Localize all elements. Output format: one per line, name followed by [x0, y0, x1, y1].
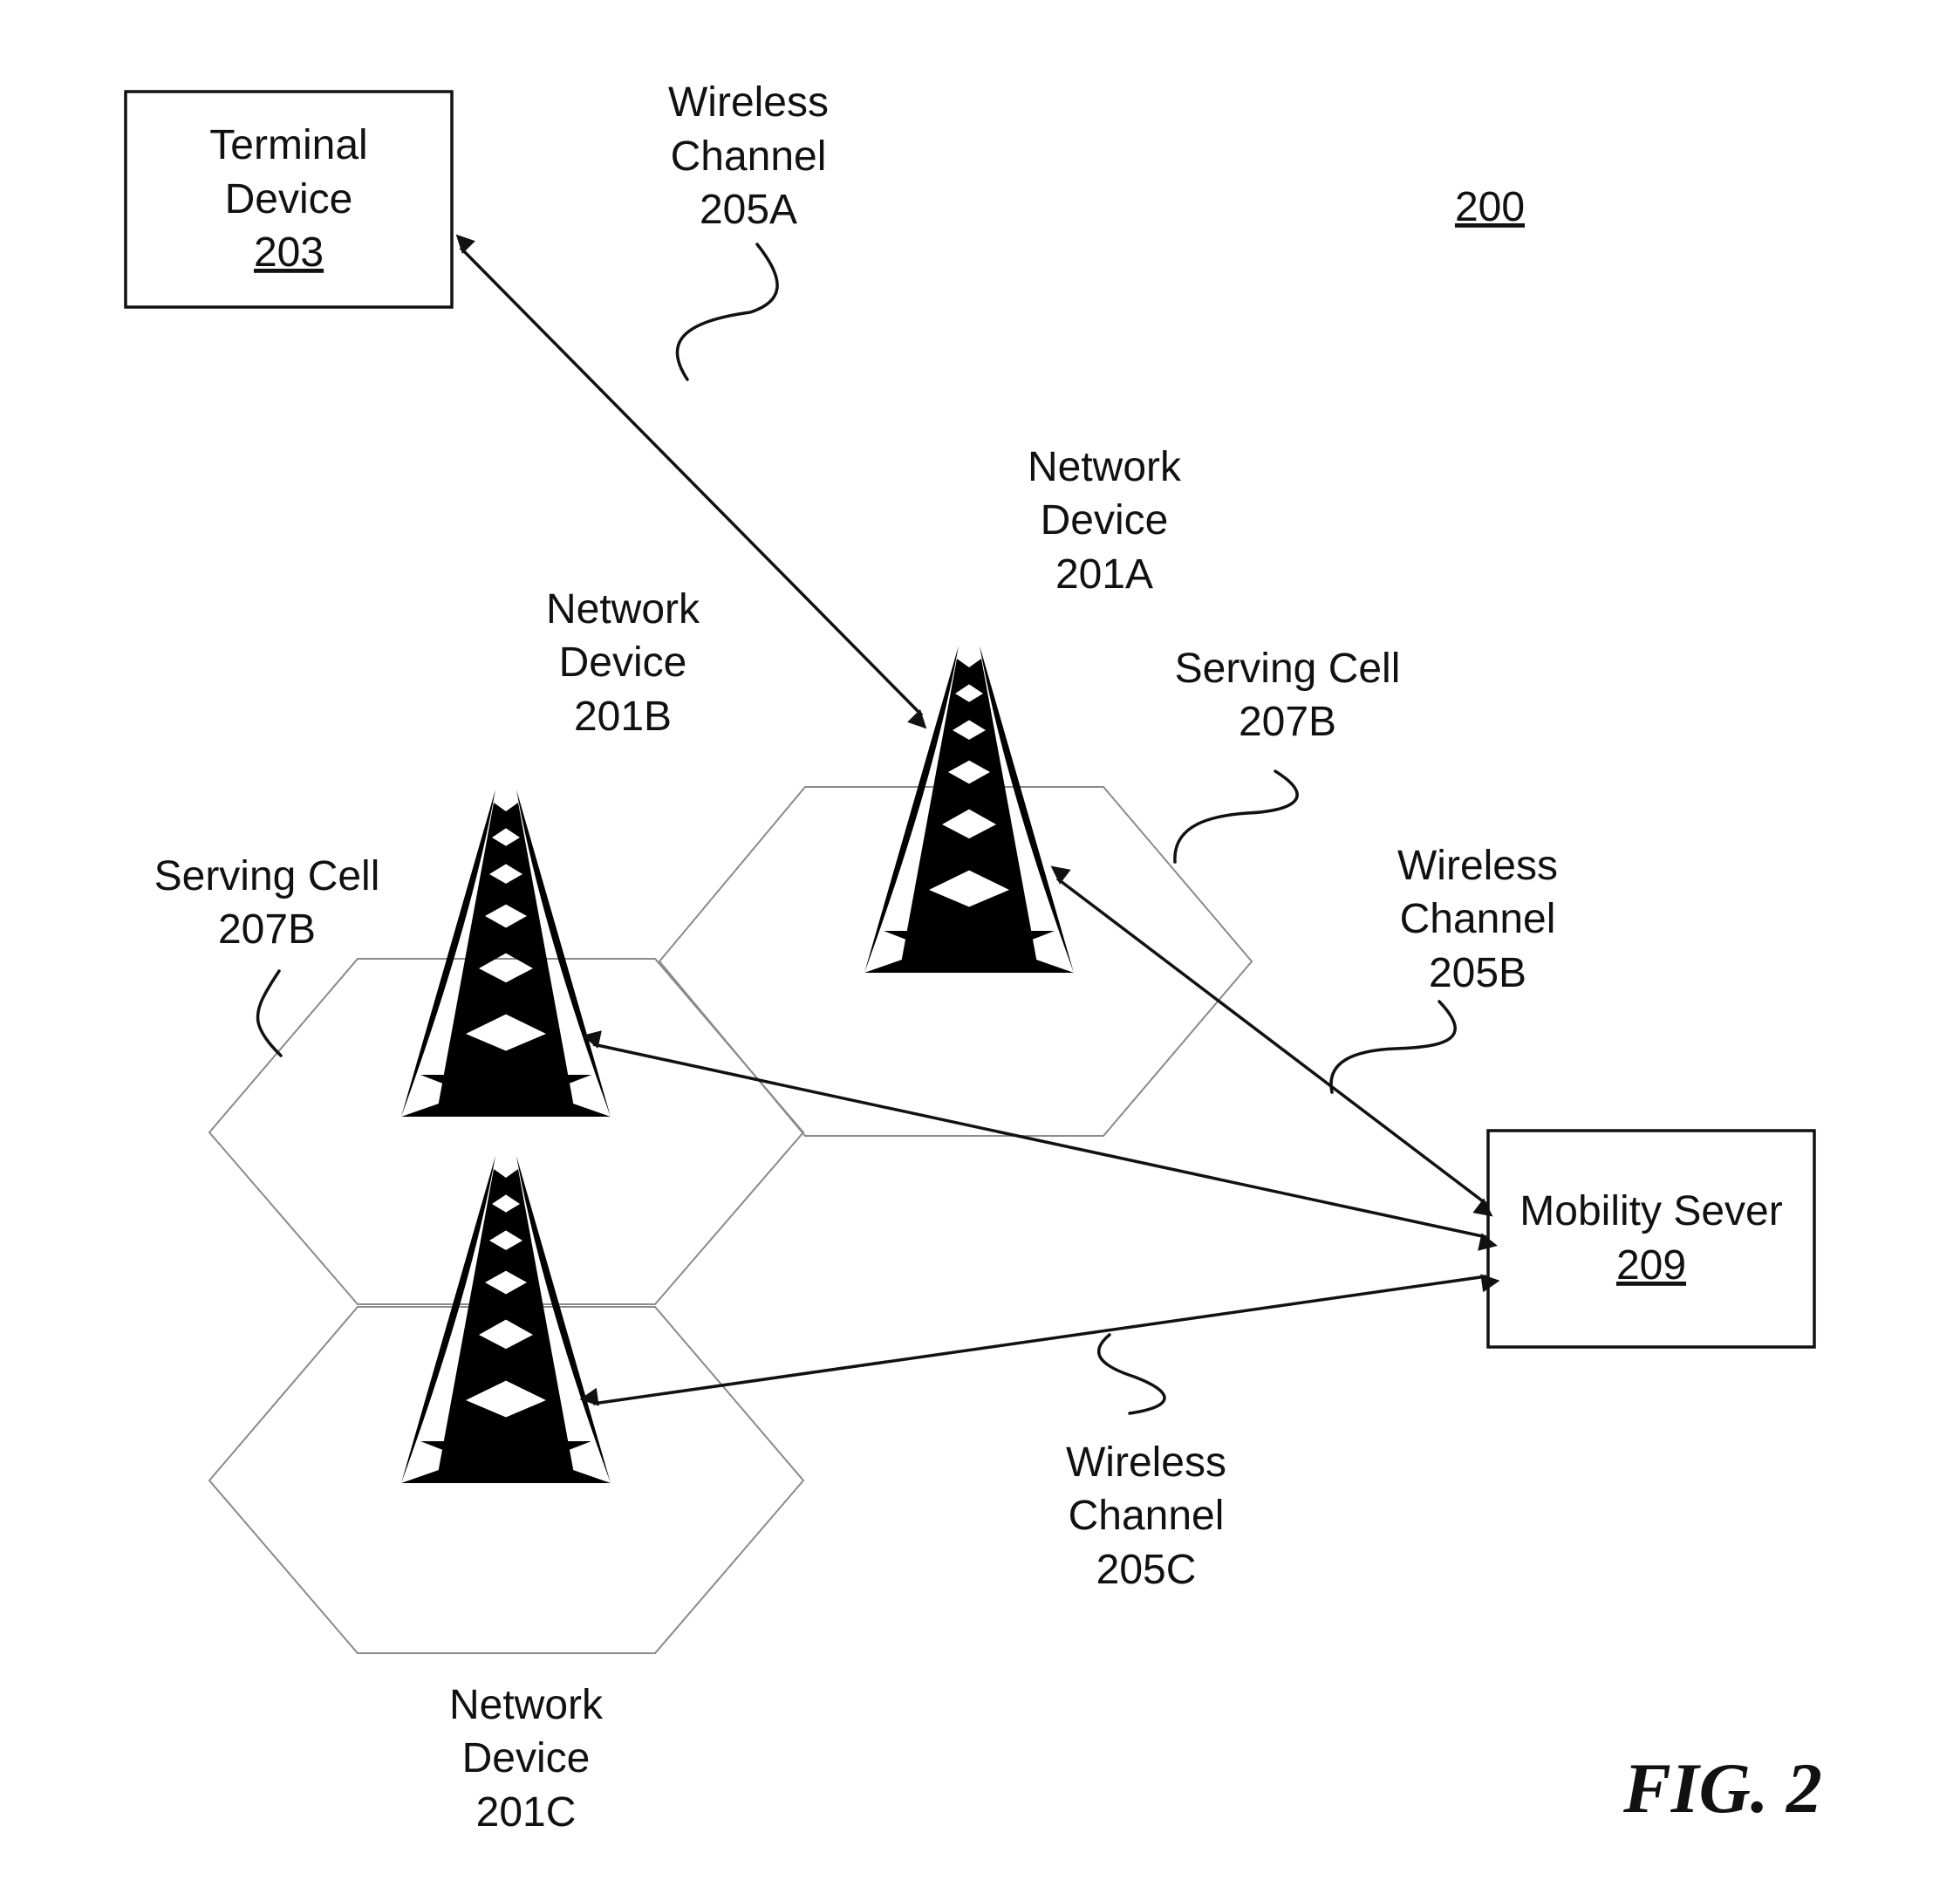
network-device-201c-ref: 201C — [476, 1789, 577, 1836]
network-device-201c-label: Network Device 201C — [449, 1682, 604, 1836]
figure-number: 200 — [1455, 184, 1525, 230]
mobility-server: Mobility Sever 209 — [1486, 1129, 1816, 1349]
wireless-channel-205b-line1: Wireless — [1397, 843, 1558, 889]
serving-cell-207b-b-ref: 207B — [218, 906, 316, 953]
network-device-201c-line1: Network — [449, 1682, 604, 1728]
network-device-201c-tower-icon — [401, 1054, 611, 1509]
wireless-channel-205c-label: Wireless Channel 205C — [1066, 1439, 1226, 1593]
network-device-201a-ref: 201A — [1055, 551, 1153, 598]
wireless-channel-205a-arrow — [455, 234, 927, 729]
wireless-channel-205c-line1: Wireless — [1066, 1439, 1226, 1486]
network-device-201c-line2: Device — [462, 1735, 591, 1781]
mobility-server-box — [1486, 1129, 1816, 1349]
terminal-device-name-line2: Device — [225, 176, 353, 222]
wireless-channel-205c-line2: Channel — [1069, 1493, 1225, 1539]
wireless-channel-205a-line2: Channel — [671, 133, 827, 180]
figure-caption: FIG. 2 — [1622, 1748, 1822, 1828]
serving-cell-207b-b-line1: Serving Cell — [154, 853, 380, 899]
wireless-channel-205c-arrow — [579, 1274, 1500, 1406]
serving-cell-207b-label-b: Serving Cell 207B — [154, 853, 380, 953]
serving-cell-207b-label-a: Serving Cell 207B — [1175, 646, 1401, 745]
serving-cell-207b-a-ref: 207B — [1239, 699, 1336, 745]
network-device-201b-label: Network Device 201B — [546, 586, 700, 740]
mobility-server-name: Mobility Sever — [1520, 1188, 1782, 1234]
wireless-channel-205a-line1: Wireless — [668, 79, 829, 126]
wireless-channel-205a-ref: 205A — [700, 187, 797, 233]
serving-cell-207b-a-line1: Serving Cell — [1175, 646, 1401, 692]
network-device-201b-line2: Device — [559, 639, 687, 686]
wireless-channel-205c-leader — [1097, 1333, 1166, 1415]
wireless-channel-205b-ref: 205B — [1429, 950, 1526, 996]
serving-cell-207b-leader-b — [256, 969, 283, 1057]
network-device-201a-line2: Device — [1041, 497, 1169, 544]
terminal-device-ref: 203 — [254, 229, 324, 276]
terminal-device: Terminal Device 203 — [124, 90, 454, 309]
network-device-201a-tower-icon — [864, 544, 1074, 999]
serving-cell-hexagon-c — [208, 1306, 805, 1654]
terminal-device-name-line1: Terminal — [209, 122, 367, 168]
wireless-channel-205b-leader — [1329, 1000, 1457, 1094]
network-device-201b-ref: 201B — [574, 694, 672, 740]
network-device-201a-line1: Network — [1028, 444, 1182, 490]
network-device-201b-tower-icon — [401, 687, 611, 1143]
wireless-channel-205b-label: Wireless Channel 205B — [1397, 843, 1558, 996]
wireless-channel-205a-leader — [675, 243, 779, 381]
network-device-201a-label: Network Device 201A — [1028, 444, 1182, 598]
terminal-device-box — [124, 90, 454, 309]
mobility-server-ref: 209 — [1616, 1242, 1686, 1289]
wireless-channel-201b-arrow — [582, 1030, 1498, 1251]
wireless-channel-205a-label: Wireless Channel 205A — [668, 79, 829, 233]
serving-cell-207b-leader-a — [1173, 769, 1299, 864]
network-device-201b-line1: Network — [546, 586, 700, 632]
wireless-channel-205c-ref: 205C — [1096, 1547, 1197, 1593]
wireless-channel-205b-line2: Channel — [1400, 896, 1556, 942]
